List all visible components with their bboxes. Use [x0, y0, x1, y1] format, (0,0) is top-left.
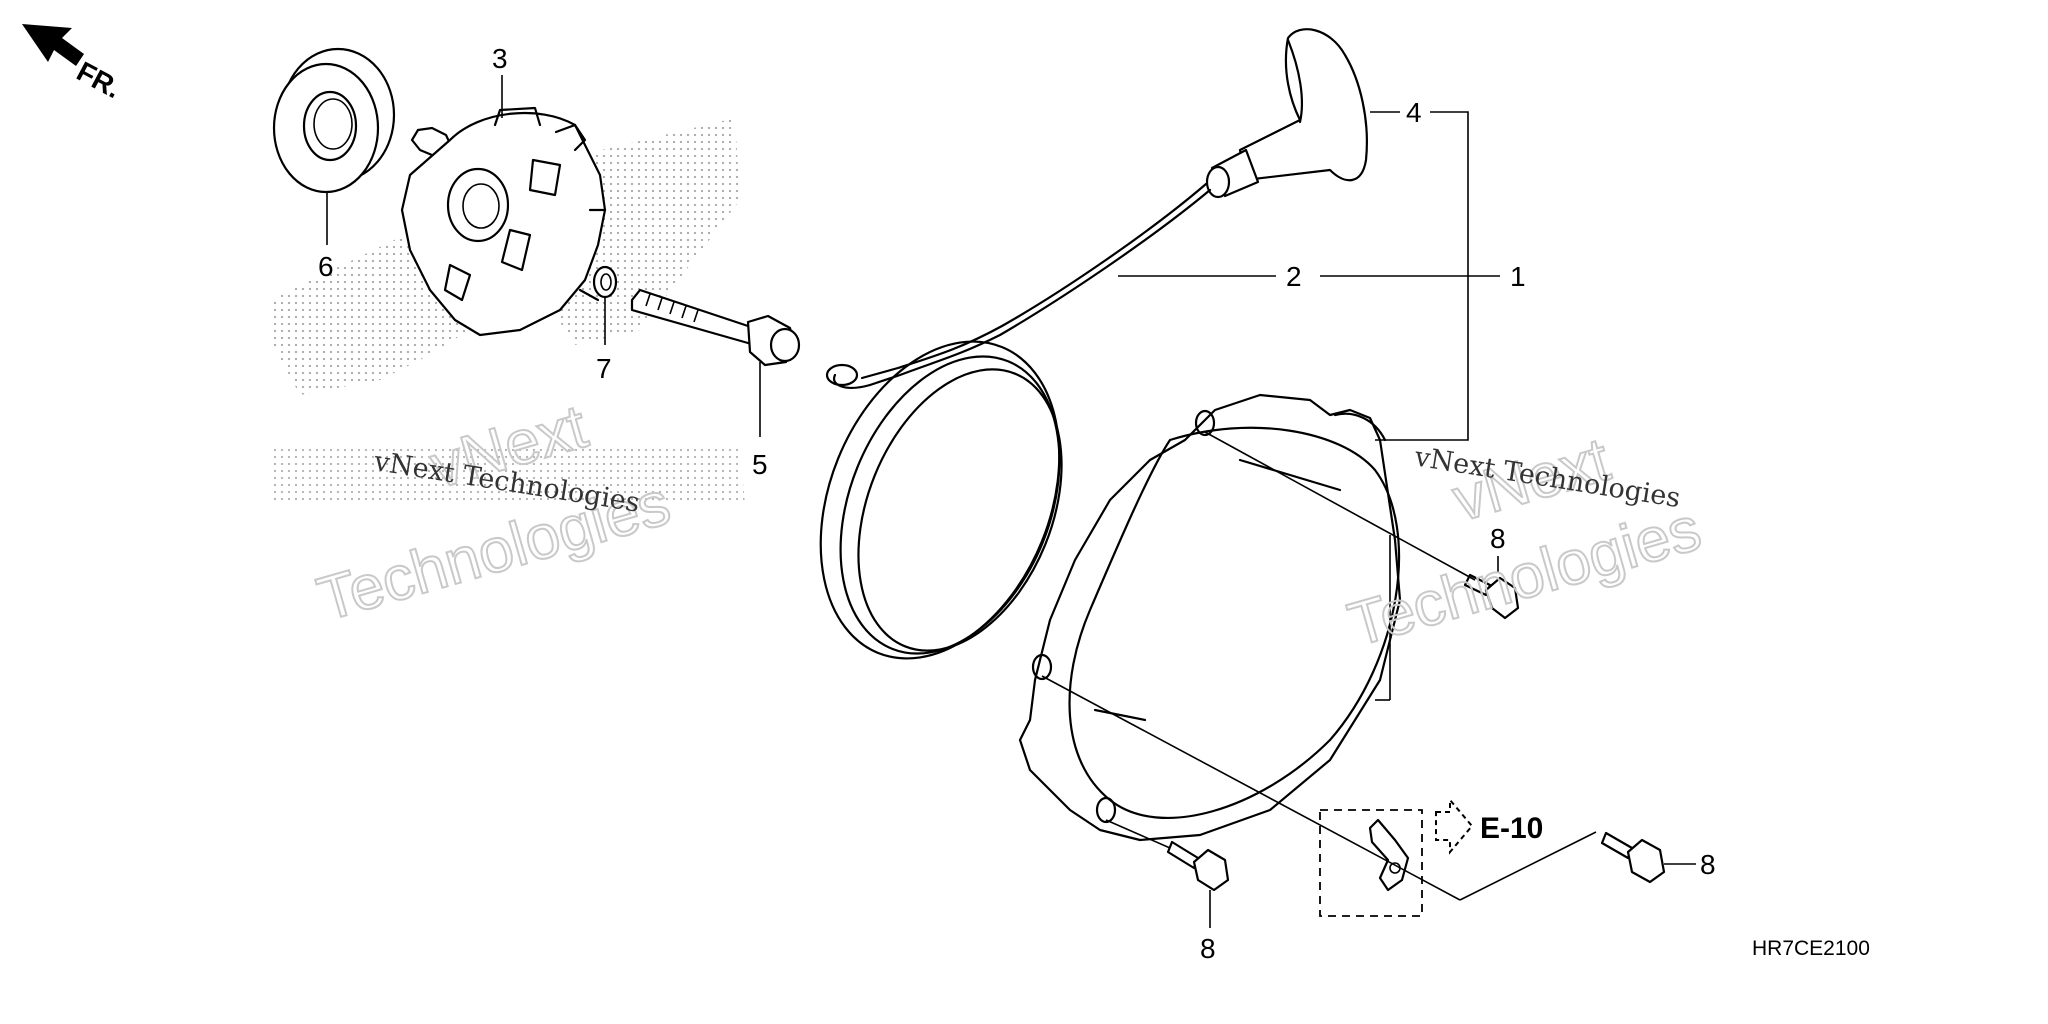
callout-7: 7 [596, 353, 612, 384]
part-8-bolt-upper-right [1463, 573, 1520, 620]
rope-coil [819, 340, 1063, 660]
part-5-bolt [630, 288, 801, 367]
e10-bracket-group: E-10 [1319, 797, 1543, 917]
part-2-rope [825, 182, 1212, 389]
part-4-grip [1205, 28, 1368, 199]
front-direction-indicator: FR. [22, 24, 126, 104]
callout-5: 5 [752, 449, 768, 480]
callout-8-lower-left: 8 [1200, 933, 1216, 964]
callout-3: 3 [492, 43, 508, 74]
callout-1: 1 [1510, 261, 1526, 292]
part-6-seal [272, 47, 396, 194]
front-direction-label: FR. [72, 56, 126, 105]
part-7-washer [592, 265, 618, 299]
front-arrow-icon [22, 24, 84, 66]
callout-8-upper: 8 [1490, 523, 1506, 554]
callout-4: 4 [1406, 97, 1422, 128]
part-8-bolt-lower-right [1600, 831, 1666, 884]
callouts: 3 6 7 5 4 2 1 8 8 8 [318, 43, 1716, 964]
callout-8-lower-right: 8 [1700, 849, 1716, 880]
reference-arrow-icon [1435, 797, 1474, 855]
part-8-bolt-lower-left [1166, 840, 1230, 892]
leader-lines [326, 75, 1696, 928]
callout-6: 6 [318, 251, 334, 282]
diagram-code: HR7CE2100 [1752, 937, 1870, 960]
part-3-pulley [400, 106, 607, 337]
callout-2: 2 [1286, 261, 1302, 292]
reference-label: E-10 [1480, 812, 1543, 845]
part-1-housing [1018, 393, 1402, 842]
